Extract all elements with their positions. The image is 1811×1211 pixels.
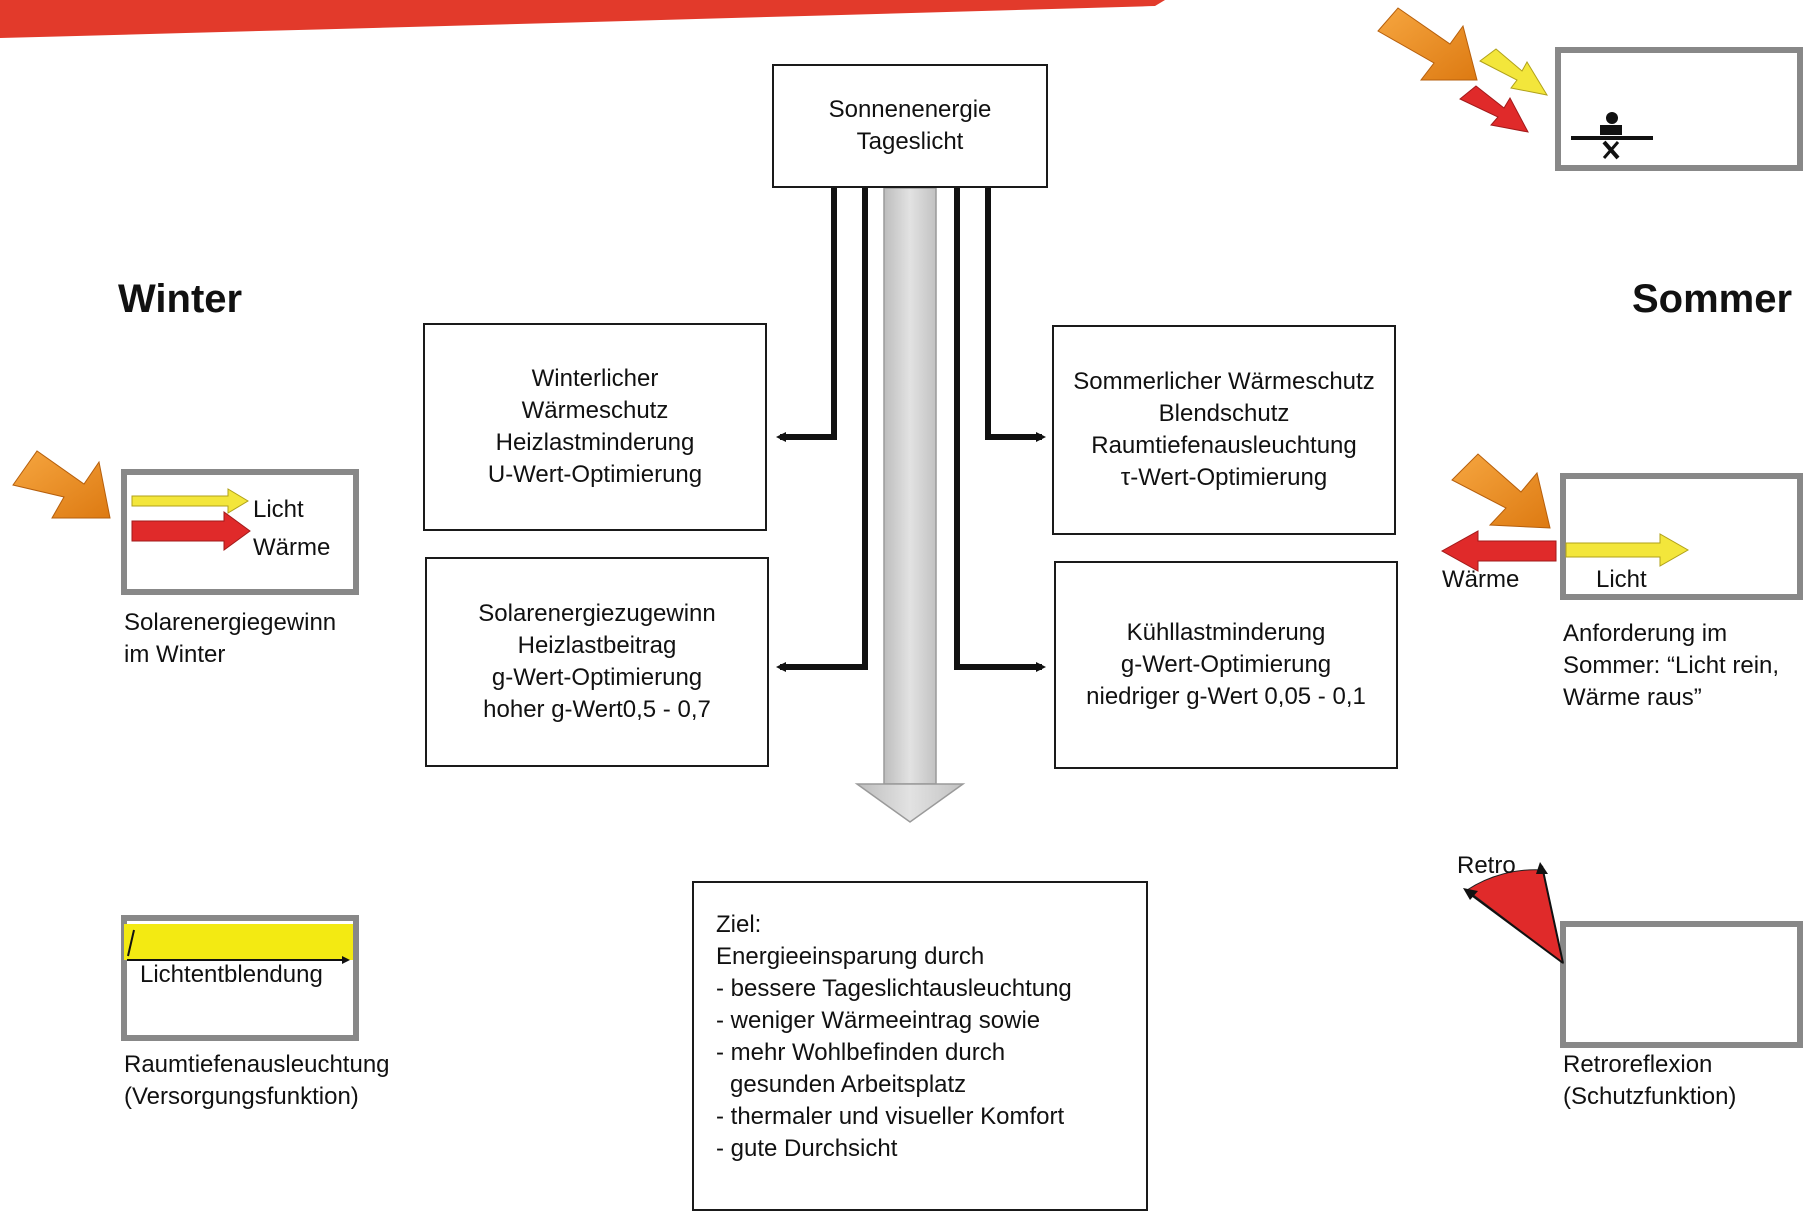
- source-box: Sonnenenergie Tageslicht: [772, 64, 1048, 188]
- arrow-to-cooling: [954, 188, 1046, 672]
- arrow-to-solar-gain: [776, 188, 868, 672]
- box-line: Heizlastminderung: [495, 429, 695, 456]
- room-frame: [1555, 47, 1803, 171]
- arrow-to-winter-protection: [776, 188, 837, 442]
- heat-arrow-icon: [1440, 530, 1557, 572]
- light-arrow-icon: [1479, 48, 1549, 96]
- box-line: niedriger g-Wert 0,05 - 0,1: [1086, 683, 1366, 710]
- summer-heat-label: Wärme: [1442, 566, 1520, 593]
- caption-line: Sommer: “Licht rein,: [1563, 652, 1780, 679]
- heat-arrow-icon: [131, 511, 251, 551]
- goal-line: - thermaler und visueller Komfort: [716, 1103, 1065, 1130]
- goal-title: Ziel:: [716, 911, 762, 938]
- box-line: Winterlicher: [531, 365, 659, 392]
- goal-line: Energieeinsparung durch: [716, 943, 985, 970]
- retro-illustration: [1463, 862, 1803, 1048]
- box-line: U-Wert-Optimierung: [487, 461, 703, 488]
- caption-line: Retroreflexion: [1563, 1051, 1713, 1078]
- deep-light-illustration: [121, 915, 359, 1041]
- source-line-1: Sonnenenergie: [828, 96, 992, 123]
- cooling-box: Kühllastminderung g-Wert-Optimierung nie…: [1054, 561, 1398, 769]
- winter-gain-illustration: [12, 450, 359, 595]
- caption-line: im Winter: [124, 641, 226, 668]
- box-line: Sommerlicher Wärmeschutz: [1073, 368, 1375, 395]
- caption-line: Raumtiefenausleuchtung: [124, 1051, 390, 1078]
- winter-heat-label: Wärme: [253, 534, 331, 561]
- deep-light-caption: Raumtiefenausleuchtung (Versorgungsfunkt…: [124, 1049, 390, 1113]
- summer-overview-illustration: [1377, 7, 1803, 171]
- desk-worker-icon: [1571, 112, 1653, 160]
- retro-sector: [1466, 869, 1564, 965]
- goal-line: - gute Durchsicht: [716, 1135, 898, 1162]
- central-flow-arrow: [854, 187, 966, 823]
- source-line-2: Tageslicht: [856, 128, 964, 155]
- goal-line: - mehr Wohlbefinden durch: [716, 1039, 1006, 1066]
- light-arrow-icon: [1565, 533, 1690, 567]
- summer-requirement-caption: Anforderung im Sommer: “Licht rein, Wärm…: [1563, 618, 1779, 714]
- light-arrow-icon: [131, 488, 249, 514]
- winter-heading: Winter: [118, 277, 243, 321]
- winter-gain-caption: Solarenergiegewinn im Winter: [124, 607, 336, 671]
- summer-protection-box: Sommerlicher Wärmeschutz Blendschutz Rau…: [1052, 325, 1396, 535]
- room-frame: [1560, 921, 1803, 1048]
- box-line: Raumtiefenausleuchtung: [1091, 432, 1357, 459]
- box-line: Heizlastbeitrag: [517, 632, 677, 659]
- retro-label: Retro: [1457, 852, 1516, 879]
- sun-ray-icon: [1377, 7, 1478, 81]
- summer-heading: Sommer: [1632, 277, 1793, 321]
- box-line: τ-Wert-Optimierung: [1120, 464, 1328, 491]
- caption-line: Wärme raus”: [1563, 684, 1702, 711]
- goal-line: gesunden Arbeitsplatz: [730, 1071, 967, 1098]
- heat-arrow-icon: [1459, 85, 1529, 133]
- light-band: [124, 924, 353, 960]
- goal-box: Ziel: Energieeinsparung durch - bessere …: [692, 881, 1148, 1211]
- top-red-banner: [0, 0, 1165, 38]
- winter-protection-box: Winterlicher Wärmeschutz Heizlastminderu…: [423, 323, 767, 531]
- sun-ray-icon: [12, 450, 111, 519]
- box-line: Blendschutz: [1158, 400, 1290, 427]
- caption-line: (Versorgungsfunktion): [124, 1083, 359, 1110]
- retro-caption: Retroreflexion (Schutzfunktion): [1563, 1049, 1736, 1113]
- caption-line: Anforderung im: [1563, 620, 1728, 647]
- goal-line: - bessere Tageslichtausleuchtung: [716, 975, 1072, 1002]
- caption-line: Solarenergiegewinn: [124, 609, 337, 636]
- connector-arrows: [776, 188, 1046, 672]
- deep-light-label: Lichtentblendung: [140, 961, 323, 988]
- summer-requirement-illustration: [1440, 453, 1803, 600]
- box-line: g-Wert-Optimierung: [491, 664, 703, 691]
- box-line: Wärmeschutz: [521, 397, 669, 424]
- room-frame: [1560, 473, 1803, 600]
- box-line: Kühllastminderung: [1126, 619, 1326, 646]
- solar-gain-box: Solarenergiezugewinn Heizlastbeitrag g-W…: [425, 557, 769, 767]
- summer-light-label: Licht: [1596, 566, 1647, 593]
- arrow-to-summer-protection: [985, 188, 1046, 442]
- goal-line: - weniger Wärmeeintrag sowie: [716, 1007, 1041, 1034]
- winter-light-label: Licht: [253, 496, 304, 523]
- caption-line: (Schutzfunktion): [1563, 1083, 1737, 1110]
- sun-ray-icon: [1451, 453, 1551, 529]
- box-line: Solarenergiezugewinn: [478, 600, 716, 627]
- box-line: hoher g-Wert0,5 - 0,7: [483, 696, 711, 723]
- box-line: g-Wert-Optimierung: [1120, 651, 1332, 678]
